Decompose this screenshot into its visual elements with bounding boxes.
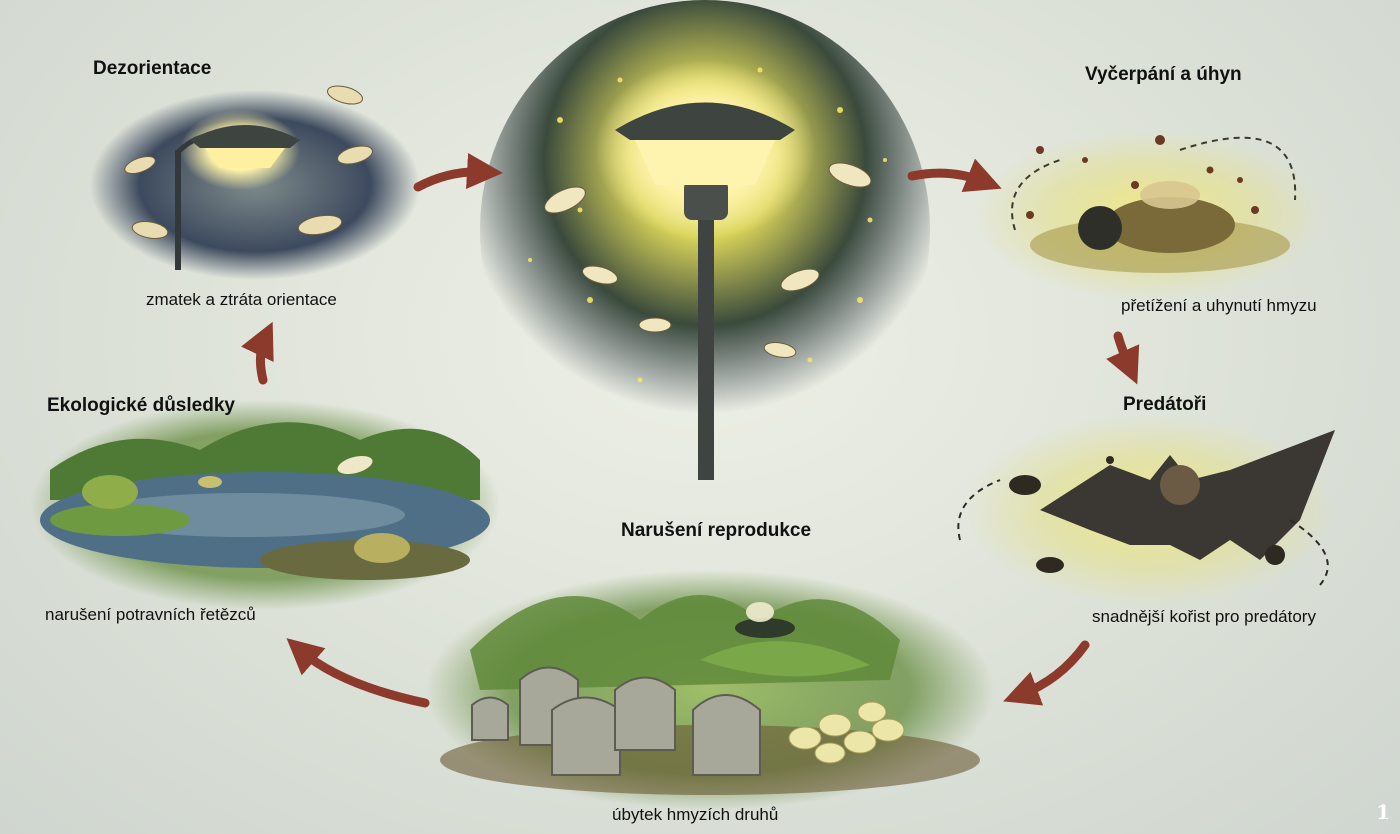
central-streetlamp-scene bbox=[480, 0, 930, 480]
caption-exhaustion: přetížení a uhynutí hmyzu bbox=[1121, 296, 1317, 316]
disorientation-scene bbox=[90, 83, 420, 280]
caption-reproduction: úbytek hmyzích druhů bbox=[612, 805, 778, 825]
arrow-predators-to-reproduction bbox=[1020, 645, 1085, 695]
title-reproduction: Narušení reprodukce bbox=[621, 520, 811, 542]
predators-scene bbox=[958, 415, 1335, 605]
exhaustion-scene bbox=[975, 130, 1325, 300]
arrow-exhaustion-to-predators bbox=[1118, 336, 1130, 368]
reproduction-scene bbox=[425, 570, 995, 810]
arrow-ecology-to-disorientation bbox=[260, 338, 265, 380]
arrow-reproduction-to-ecology bbox=[300, 650, 425, 703]
caption-disorientation: zmatek a ztráta orientace bbox=[146, 290, 337, 310]
page-number: 1 bbox=[1376, 800, 1390, 824]
arrow-disorientation-to-lamp bbox=[418, 172, 485, 187]
caption-predators: snadnější kořist pro predátory bbox=[1092, 607, 1316, 627]
caption-ecology: narušení potravních řetězců bbox=[45, 605, 256, 625]
title-ecology: Ekologické důsledky bbox=[47, 395, 235, 417]
title-disorientation: Dezorientace bbox=[93, 58, 211, 80]
ecology-scene bbox=[30, 400, 500, 610]
title-exhaustion: Vyčerpání a úhyn bbox=[1085, 64, 1242, 86]
title-predators: Predátoři bbox=[1123, 394, 1206, 416]
